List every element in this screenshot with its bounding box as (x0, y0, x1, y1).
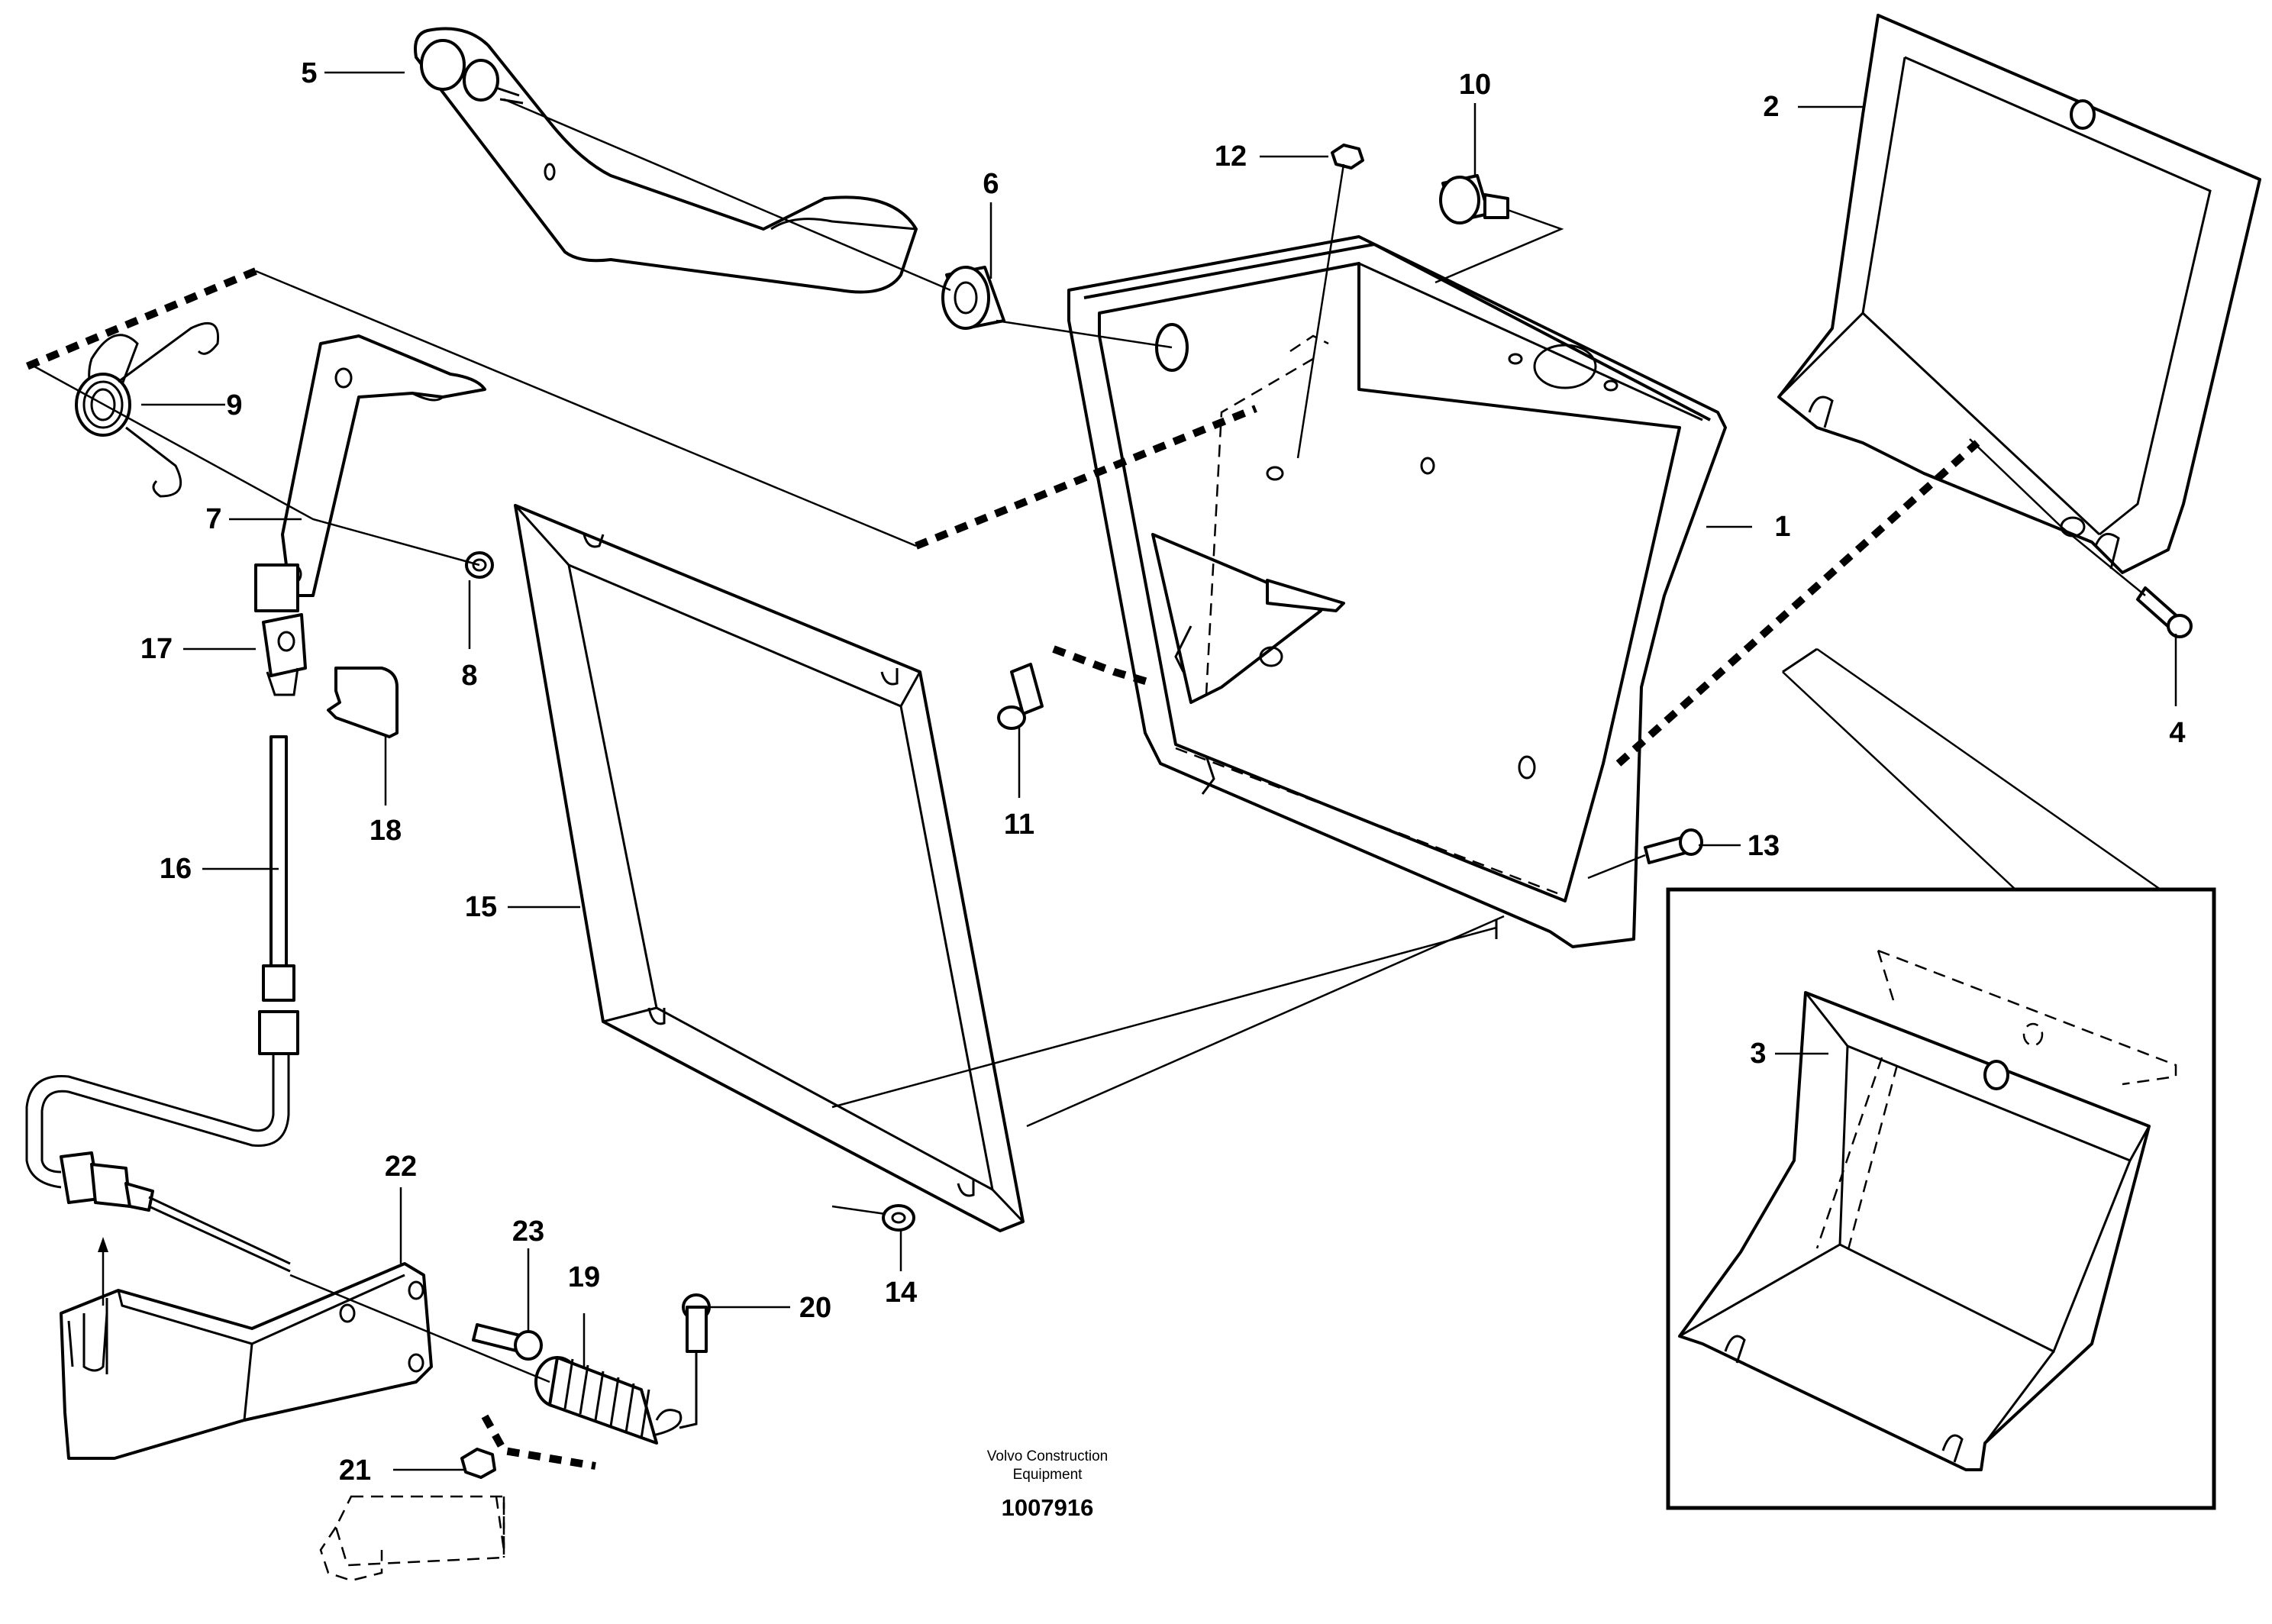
part-clip (327, 667, 399, 738)
part-bolt-13 (1644, 828, 1703, 864)
document-number: 1007916 (1002, 1494, 1094, 1521)
assembly-lines (34, 98, 2146, 1383)
callout-13: 13 (1748, 830, 1780, 862)
callout-3: 3 (1750, 1038, 1766, 1070)
part-clevis (254, 563, 307, 696)
part-top-cover (1777, 14, 2261, 574)
part-nut-12 (1331, 144, 1364, 170)
callout-7: 7 (205, 503, 221, 535)
part-pedal-arm (414, 27, 918, 294)
callout-19: 19 (568, 1261, 600, 1293)
callout-21: 21 (339, 1454, 371, 1487)
callout-9: 9 (226, 389, 242, 421)
part-bolt-20 (679, 1293, 711, 1429)
callout-18: 18 (370, 815, 402, 847)
part-control-cable (25, 735, 299, 1273)
part-frame (514, 504, 1025, 1232)
callout-15: 15 (465, 891, 497, 923)
callout-20: 20 (799, 1292, 831, 1324)
callout-6: 6 (983, 168, 999, 200)
dashed-association-lines (25, 267, 1980, 1470)
part-lever (281, 334, 486, 597)
part-screw-4 (2136, 586, 2193, 638)
callout-5: 5 (301, 57, 317, 89)
callout-10: 10 (1459, 69, 1491, 101)
callout-14: 14 (885, 1277, 917, 1309)
part-torsion-spring (75, 321, 220, 498)
callout-11: 11 (1004, 809, 1034, 841)
publisher-line-1: Volvo Construction (987, 1448, 1108, 1464)
callout-leaders (141, 71, 2177, 1471)
part-nut-14 (882, 1204, 915, 1232)
callout-4: 4 (2169, 717, 2185, 749)
part-stop-bumper (1439, 174, 1509, 224)
callout-8: 8 (461, 660, 477, 692)
part-bolt-23 (472, 1323, 543, 1361)
part-housing-bracket (1067, 235, 1727, 948)
callout-23: 23 (512, 1216, 544, 1248)
detail-inset (1666, 647, 2216, 1510)
callout-1: 1 (1774, 511, 1790, 543)
part-inset-cover (1678, 991, 2151, 1471)
callout-16: 16 (160, 853, 192, 885)
part-tension-spring (534, 1356, 683, 1445)
part-cable-bracket (60, 1262, 433, 1460)
part-bushing (941, 266, 1005, 330)
callout-12: 12 (1215, 140, 1247, 173)
publisher-line-2: Equipment (1013, 1467, 1083, 1483)
callout-2: 2 (1763, 91, 1779, 123)
part-bolt-11 (997, 663, 1044, 730)
callout-22: 22 (385, 1151, 417, 1183)
callout-17: 17 (140, 633, 173, 665)
diagram-caption: Volvo Construction Equipment 1007916 (987, 1448, 1108, 1521)
part-nut-21 (319, 1448, 505, 1582)
callout-labels: 1 2 3 4 5 6 7 8 9 10 11 12 13 14 15 16 1… (140, 57, 2186, 1487)
